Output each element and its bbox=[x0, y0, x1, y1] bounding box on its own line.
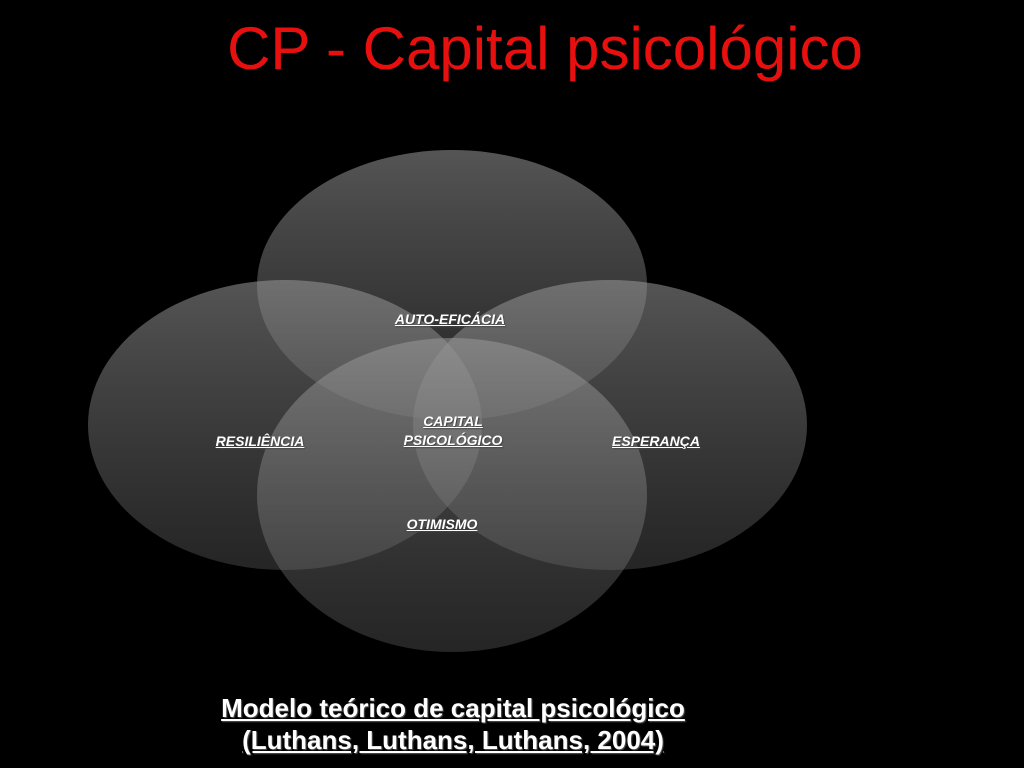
caption-line-2: (Luthans, Luthans, Luthans, 2004) bbox=[242, 725, 664, 755]
caption: Modelo teórico de capital psicológico (L… bbox=[0, 692, 906, 756]
circle-otimismo bbox=[257, 338, 647, 652]
label-esperanca: ESPERANÇA bbox=[612, 433, 700, 449]
slide-title: CP - Capital psicológico bbox=[227, 15, 863, 82]
label-otimismo: OTIMISMO bbox=[406, 516, 478, 532]
label-resiliencia: RESILIÊNCIA bbox=[215, 433, 305, 449]
center-line-1: CAPITAL bbox=[423, 413, 483, 429]
caption-line-1: Modelo teórico de capital psicológico bbox=[221, 693, 685, 723]
label-auto-eficacia: AUTO-EFICÁCIA bbox=[394, 311, 506, 327]
center-line-2: PSICOLÓGICO bbox=[403, 432, 503, 448]
label-center: CAPITAL PSICOLÓGICO bbox=[353, 412, 553, 450]
